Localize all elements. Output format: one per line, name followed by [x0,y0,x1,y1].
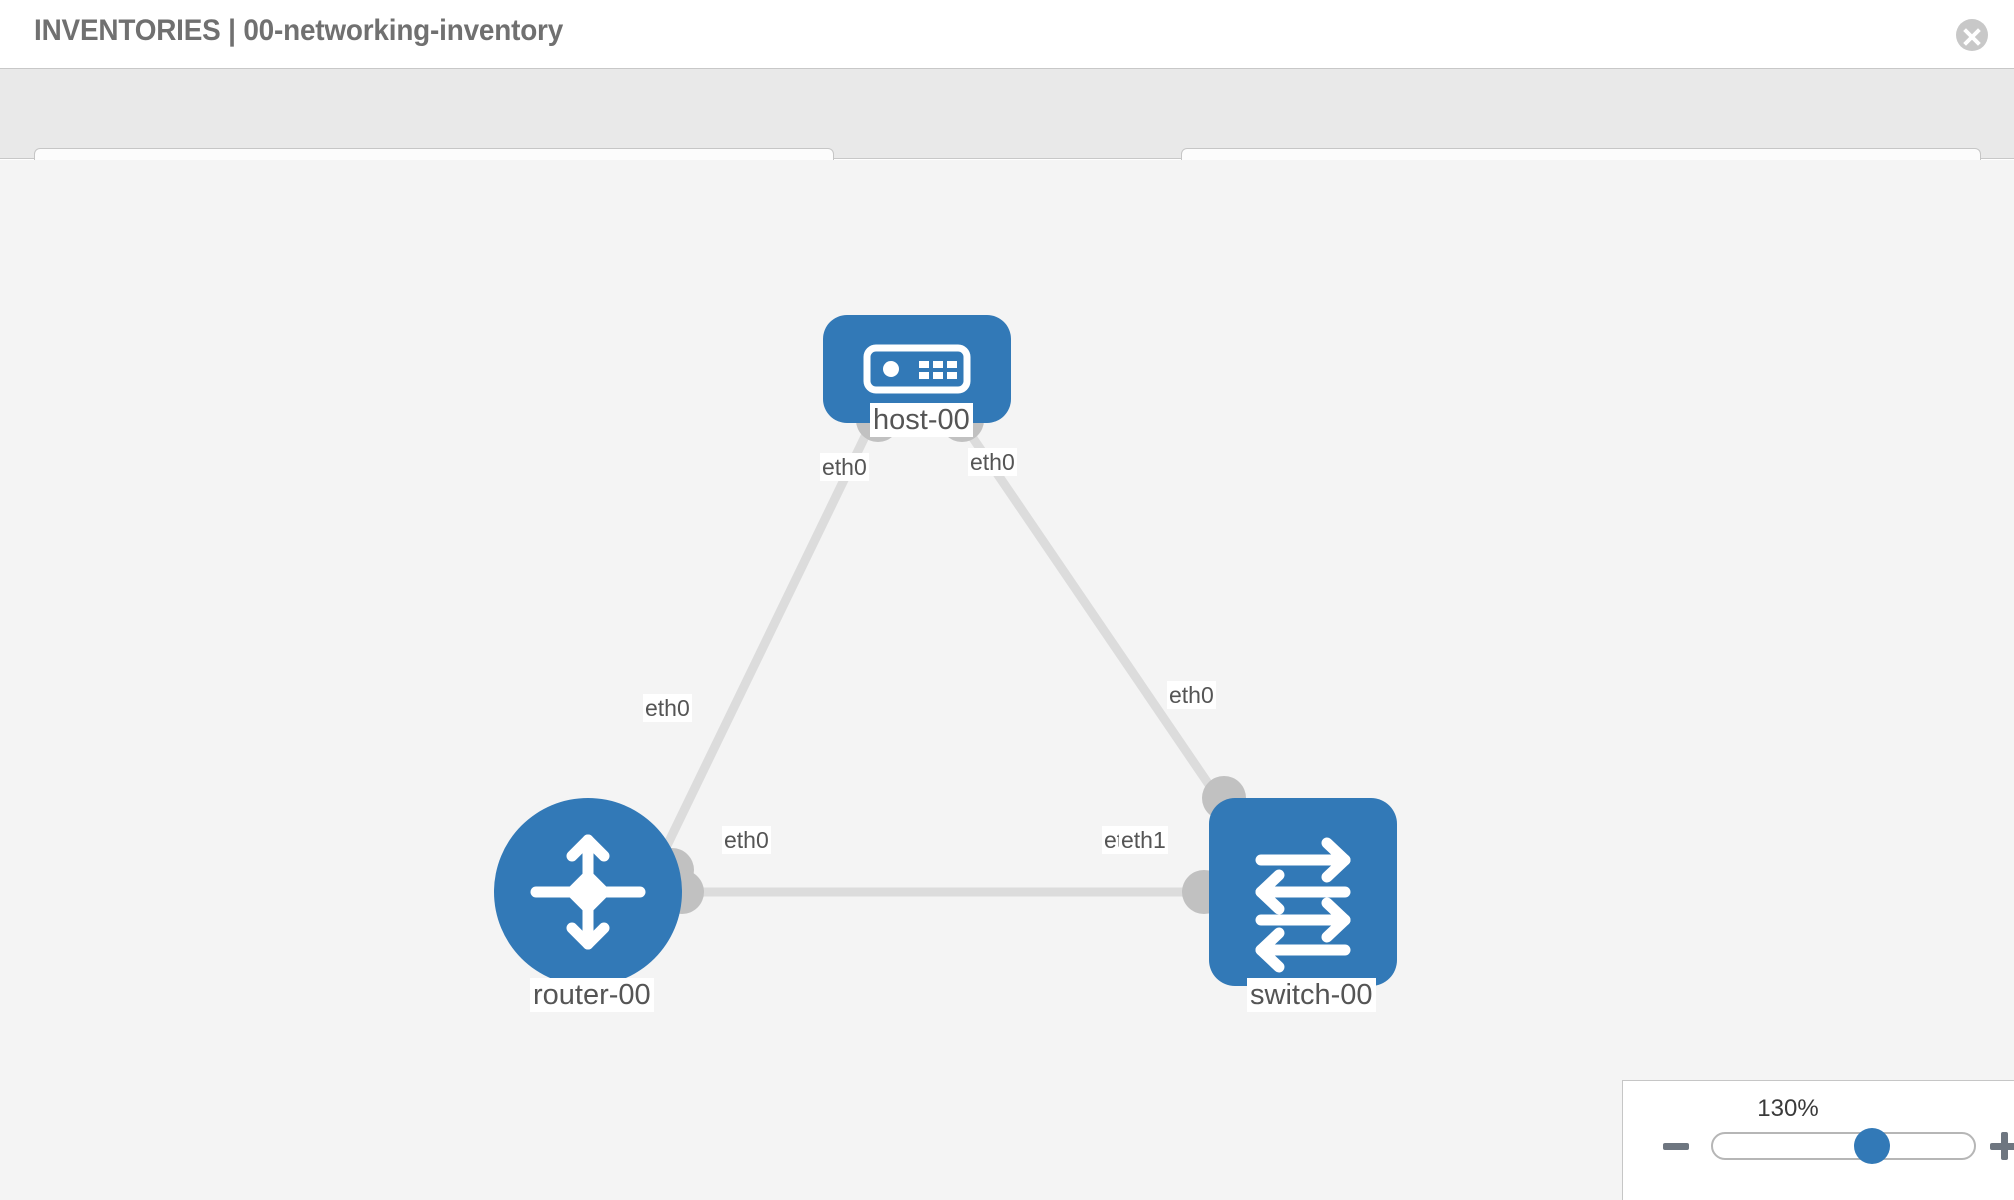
close-icon[interactable] [1956,19,1988,51]
topology-edges [655,419,1237,897]
toolbar: ACTIONS SEARCH [0,69,2014,202]
iface-label-host-left: eth0 [820,453,869,481]
page-header: INVENTORIES | 00-networking-inventory [0,0,2014,69]
zoom-in-button[interactable] [1990,1132,2014,1160]
topology-canvas[interactable]: host-00 [0,160,2014,1200]
page-title: INVENTORIES | 00-networking-inventory [34,14,564,47]
router-arrows-icon [494,798,682,986]
iface-label-router-right: eth0 [722,826,771,854]
zoom-control-panel: 130% [1622,1080,2014,1200]
node-label-router-00: router-00 [530,978,654,1012]
iface-label-switch-left-b: eth1 [1119,826,1168,854]
switch-arrows-icon [1209,798,1397,986]
zoom-out-button[interactable] [1663,1143,1689,1150]
zoom-level-value: 130% [1757,1095,1819,1122]
zoom-slider-thumb[interactable] [1854,1128,1890,1164]
zoom-slider[interactable] [1711,1128,1976,1164]
iface-label-router-up: eth0 [643,694,692,722]
iface-label-host-right: eth0 [968,448,1017,476]
node-label-switch-00: switch-00 [1247,978,1376,1012]
iface-label-switch-up: eth0 [1167,681,1216,709]
node-label-host-00: host-00 [870,403,973,437]
